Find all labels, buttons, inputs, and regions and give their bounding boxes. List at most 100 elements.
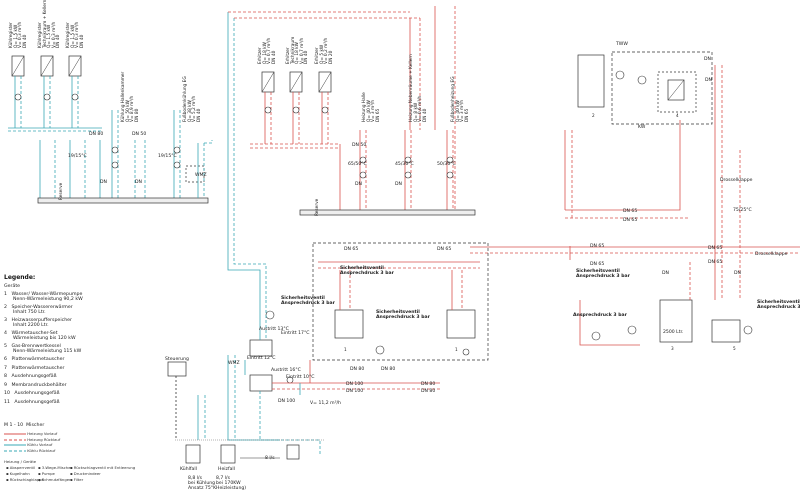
volume-flow-label: V= 11,2 m³/h bbox=[310, 401, 341, 406]
consumer-group-label: Kühlregister Q= 1,5 kW V= 0,3 m³/h DN 40 bbox=[66, 21, 85, 48]
device-number-1b: 1 bbox=[455, 347, 458, 352]
control-box bbox=[167, 361, 187, 377]
tww-label: TWW bbox=[616, 42, 628, 47]
dn100-label-b: DN 100 bbox=[346, 382, 364, 387]
consumer-group-label: Erhitzer Q= 5 kW V= 0,2 m³/h DN 20 bbox=[315, 37, 334, 64]
device-number-2: 2 bbox=[592, 113, 595, 118]
device-number-1a: 1 bbox=[344, 347, 347, 352]
dn65-label-8: DN 65 bbox=[708, 260, 723, 265]
dn100-label-a: DN 100 bbox=[278, 399, 296, 404]
dn-label-5: DN bbox=[704, 57, 711, 62]
dn-label-3: DN bbox=[355, 182, 362, 187]
eintritt10-label: Eintritt 10°C bbox=[286, 375, 315, 380]
pump-symbol bbox=[637, 75, 647, 85]
legend-symbol: ▪ 3-Wege-Mischer bbox=[38, 465, 73, 470]
expansion-vessel bbox=[265, 310, 275, 320]
legend-symbol: ▪ Druckmindeer bbox=[70, 471, 101, 476]
dn80-label-4: DN 80 bbox=[421, 382, 436, 387]
legend-symbol: ▪ Pumpe bbox=[38, 471, 55, 476]
legend-symbol: ▪ Kugelhahn bbox=[6, 471, 30, 476]
flow-label: 8 l/s bbox=[265, 456, 275, 461]
expansion-vessel bbox=[375, 345, 385, 355]
pump-symbol bbox=[446, 156, 454, 164]
pump-symbol bbox=[615, 70, 625, 80]
legend-item: 10 Ausdehnungsgefäß bbox=[4, 391, 60, 397]
austritt13-label: Austritt 13°C bbox=[259, 327, 289, 332]
consumer-group-label: Kühlung Hallenkammer Q= 50 kW V= 8,9 m³/… bbox=[121, 71, 140, 122]
legend-line-label: Heizung Rücklauf bbox=[27, 436, 61, 442]
dn50-label: DN 50 bbox=[132, 132, 147, 137]
wmz-label: WMZ bbox=[195, 173, 207, 178]
pump-symbol bbox=[627, 325, 637, 335]
reserve-label-2: Reserve bbox=[315, 198, 320, 216]
safety-valve-label-3: Sicherheitsventil Ansprechdruck 3 bar bbox=[376, 310, 430, 321]
legend-item: 5 Gas-Brennwertkessel Nenn-Wärmeleistung… bbox=[4, 344, 82, 354]
safety-valve-label-5: Sicherheitsventil Ansprechdruck 3 bar bbox=[757, 300, 800, 311]
hot-water-module-box bbox=[611, 51, 713, 125]
eintritt12-label: Eintritt 12°C bbox=[247, 356, 276, 361]
safety-valve-label-4: Sicherheitsventil Ansprechdruck 3 bar bbox=[576, 269, 630, 280]
legend-item: 8 Ausdehnungsgefäß bbox=[4, 374, 57, 380]
heater-diagonal bbox=[261, 71, 275, 93]
tank-2500-label: 2500 Ltr. bbox=[663, 330, 684, 335]
well-kuehlfall bbox=[185, 444, 201, 464]
heat-exchanger-box bbox=[657, 71, 697, 113]
hot-water-storage-2 bbox=[577, 54, 605, 108]
dn-label-2: DN bbox=[135, 180, 142, 185]
legend-title: Legende: bbox=[4, 274, 36, 281]
well-3 bbox=[286, 444, 300, 460]
legend-symbol: ▪ Schmutzfänger bbox=[38, 477, 71, 482]
plate-heat-exchanger-7 bbox=[249, 374, 273, 392]
drossel-label-1: Drosselklappe bbox=[720, 178, 753, 183]
consumer-group-label: Erhitzer Technikraum Q= 18 kW V= 0,7 m³/… bbox=[286, 36, 310, 64]
buffer-tank-3 bbox=[659, 299, 693, 343]
main-riser-supply bbox=[227, 143, 261, 300]
wz-label: WMZ bbox=[228, 361, 240, 366]
pipe bbox=[579, 300, 640, 346]
legend-symbol: ▪ Absperrventil bbox=[6, 465, 36, 470]
register-diagonal bbox=[11, 55, 25, 77]
consumer-group-label: Fußbodenheizung EG Q= 40 kW V= 3 m³/h DN… bbox=[451, 76, 470, 122]
legend-line-label: Kühlu Rücklauf bbox=[27, 447, 56, 453]
pump-symbol bbox=[359, 171, 367, 179]
temp-1915-label-2: 19/15°C bbox=[158, 154, 177, 159]
legend-subtitle: Geräte bbox=[4, 284, 21, 289]
pipe bbox=[565, 120, 681, 211]
eintritt17-label: Eintritt 17°C bbox=[281, 331, 310, 336]
pump-symbol bbox=[264, 106, 272, 114]
legend-line-label: Kühlu Vorlauf bbox=[27, 442, 53, 447]
dn80-label-3: DN 80 bbox=[381, 367, 396, 372]
dn65-label-6: DN 65 bbox=[590, 262, 605, 267]
heater-diagonal bbox=[289, 71, 303, 93]
pump-symbol bbox=[14, 93, 22, 101]
safety-valve-label-2: Sicherheitsventil Ansprechdruck 3 bar bbox=[281, 296, 335, 307]
dn50-label-2: DN 50 bbox=[352, 143, 367, 148]
legend-line-entry: Kühlu Vorlauf bbox=[4, 442, 52, 447]
distributor-bar-left bbox=[37, 197, 209, 204]
heater-diagonal bbox=[318, 71, 332, 93]
pump-symbol bbox=[292, 106, 300, 114]
legend-item: 2 Speicher-Wassererwärmer Inhalt 750 Ltr… bbox=[4, 305, 73, 315]
device-number-4: 4 bbox=[676, 113, 679, 118]
ground-loop bbox=[259, 391, 321, 455]
kw-label: KW bbox=[638, 125, 646, 130]
pump-symbol bbox=[71, 93, 79, 101]
expansion-vessel bbox=[591, 331, 601, 341]
dn65-label-7: DN 65 bbox=[708, 246, 723, 251]
dn65-label-5: DN 65 bbox=[590, 244, 605, 249]
legend-symbols-title: Heizung / Geräte bbox=[4, 459, 37, 464]
dn65-label-4: DN 65 bbox=[623, 218, 638, 223]
pump-symbol bbox=[446, 171, 454, 179]
main-riser-return bbox=[233, 143, 267, 300]
legend-item: 1 Wasser/ Wasser-Wärmepumpe Nenn-Wärmele… bbox=[4, 292, 83, 302]
austritt16-label: Austritt 16°C bbox=[271, 368, 301, 373]
consumer-group-label: Kühlregister Q= 1,5 kW V= 0,3 m³/h DN 40 bbox=[9, 21, 28, 48]
legend-item: 9 Membrandruckbehälter bbox=[4, 382, 67, 388]
temp-1915-label: 19/15°C bbox=[68, 154, 87, 159]
pump-symbol bbox=[359, 156, 367, 164]
legend-symbol: ▪ Rückschlagklappe bbox=[6, 477, 44, 482]
consumer-group-label: Erhitzer Q= 18 kW V= 0,7 m³/h DN 40 bbox=[258, 37, 277, 64]
reserve-label-1: Reserve bbox=[59, 182, 64, 200]
legend-item: 7 Plattenwärmetauscher bbox=[4, 365, 65, 371]
dn-label-1: DN bbox=[100, 180, 107, 185]
